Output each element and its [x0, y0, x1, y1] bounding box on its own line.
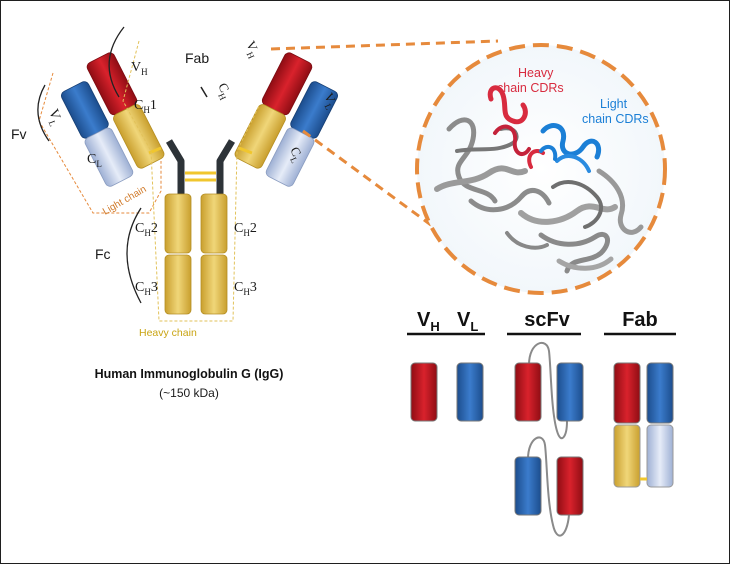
fc-ch3-left [164, 254, 192, 315]
heading-scfv: scFv [524, 309, 570, 331]
fab-vl-domain [646, 362, 674, 424]
heavy-chain-outline [122, 40, 260, 322]
structure-zoom-circle [415, 43, 667, 295]
label-heavy-chain: Heavy chain [139, 327, 197, 339]
fv-bracket [37, 84, 50, 142]
light-chain-outline [38, 72, 162, 214]
heavy-cdr-label-line1: Heavy [518, 66, 554, 80]
light-cdr-label-line2: chain CDRs [582, 112, 649, 126]
label-vl-left: VL [43, 107, 64, 127]
right-interchain-bond [238, 146, 253, 155]
fab-ch1-domain [613, 424, 641, 488]
fab-vh-domain [613, 362, 641, 424]
label-ch1-left: CH1 [134, 98, 157, 115]
label-vh-right: VH [241, 38, 264, 60]
label-ch2-right: CH2 [234, 221, 257, 238]
right-fab-arm [234, 52, 338, 187]
scfv-vl-top [556, 362, 584, 422]
label-ch3-right: CH3 [234, 280, 257, 297]
fab-bracket [108, 26, 125, 98]
label-cl-left: CL [87, 152, 102, 169]
hinge-region [165, 139, 236, 196]
vl-domain [456, 362, 484, 422]
fc-ch2-left [164, 193, 192, 254]
scfv-vl-bottom [514, 456, 542, 516]
ch1-tick [200, 86, 208, 98]
label-fv: Fv [11, 126, 27, 142]
fc-ch2-right [200, 193, 228, 254]
scfv-vh-top [514, 362, 542, 422]
fc-bracket [126, 207, 142, 304]
fc-ch3-right [200, 254, 228, 315]
zoom-line-top [270, 39, 499, 51]
heading-fab: Fab [622, 309, 658, 331]
igg-subtitle: (~150 kDa) [159, 386, 219, 400]
heading-vl: VL [457, 309, 478, 334]
label-light-chain: Light chain [101, 184, 148, 218]
heading-vh: VH [417, 309, 440, 334]
igg-title: Human Immunoglobulin G (IgG) [95, 367, 284, 381]
right-cl-domain [265, 127, 315, 187]
label-fc: Fc [95, 246, 111, 262]
label-fab: Fab [185, 50, 209, 66]
label-ch3-left: CH3 [135, 280, 158, 297]
heavy-cdr-label-line2: chain CDRs [497, 81, 564, 95]
vh-domain [410, 362, 438, 422]
left-cl-domain [84, 127, 134, 187]
label-ch1-right: CH [213, 80, 236, 102]
fab-cl-domain [646, 424, 674, 488]
scfv-linker-bottom [527, 436, 570, 537]
light-cdr-label-line1: Light [600, 97, 628, 111]
scfv-vh-bottom [556, 456, 584, 516]
label-ch2-left: CH2 [135, 221, 158, 238]
fv-ribbon-structure [434, 85, 644, 274]
scfv-linker-top [528, 341, 568, 440]
fc-region [164, 193, 228, 315]
label-vh-left: VH [131, 60, 148, 77]
